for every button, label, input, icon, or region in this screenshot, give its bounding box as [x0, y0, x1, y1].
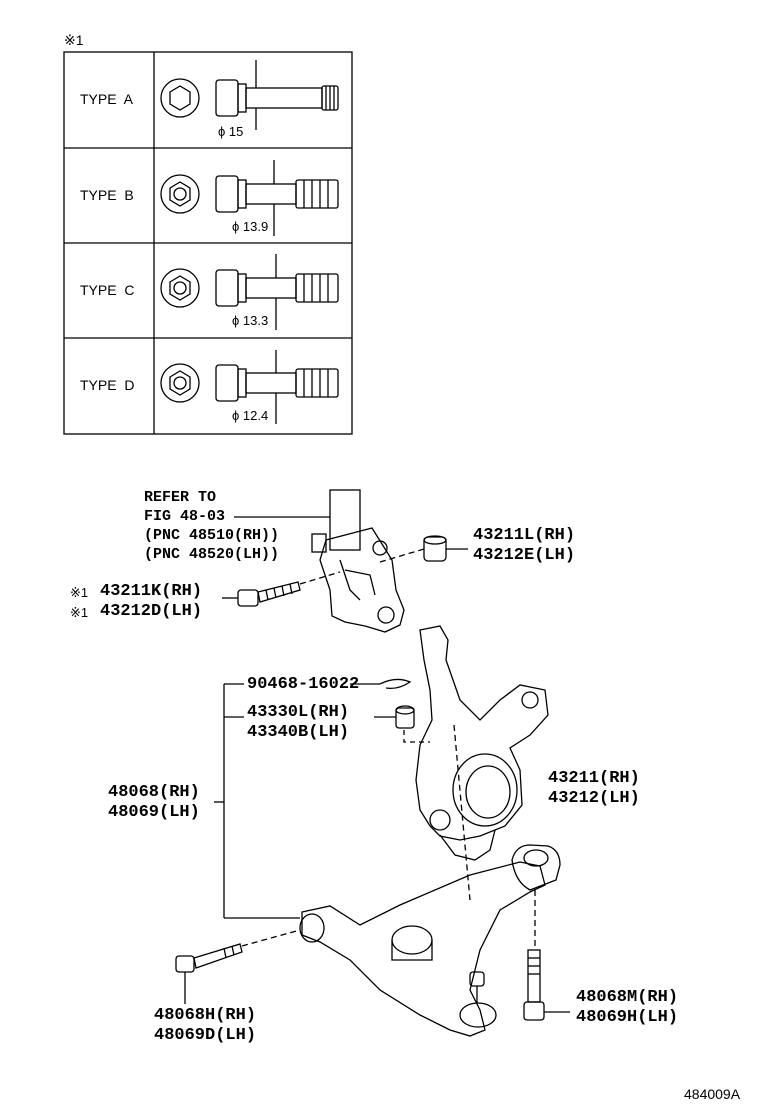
type-d-label: TYPE D [80, 377, 135, 393]
type-b-diameter: ϕ 13.9 [232, 219, 269, 234]
part-43211: 43211(RH) [548, 769, 640, 788]
refer-line-4: (PNC 48520(LH)) [144, 546, 280, 563]
type-a-label: TYPE A [80, 91, 133, 107]
part-43212E: 43212E(LH) [473, 546, 576, 565]
refer-line-3: (PNC 48510(RH)) [144, 527, 280, 544]
part-43330L: 43330L(RH) [247, 703, 350, 722]
table-note-mark: ※1 [64, 32, 84, 48]
bolt-type-a-drawing [160, 60, 339, 130]
flange-nut-drawing [379, 535, 468, 563]
assembly-bracket [214, 683, 300, 919]
part-43212: 43212(LH) [548, 789, 640, 808]
type-c-diameter: ϕ 13.3 [232, 313, 269, 328]
strut-bolt-drawing [222, 571, 341, 607]
refer-line-1: REFER TO [144, 489, 217, 506]
arm-bolt-drawing [175, 929, 301, 1004]
bolt-type-b-drawing [160, 160, 339, 236]
part-48069: 48069(LH) [108, 803, 200, 822]
part-mark-1: ※1 [70, 585, 89, 600]
vertical-bolt-drawing [523, 890, 570, 1021]
part-48068H: 48068H(RH) [154, 1006, 257, 1025]
castle-nut-drawing [374, 705, 430, 743]
part-48069D: 48069D(LH) [154, 1026, 257, 1045]
bolt-type-table [63, 51, 353, 435]
lower-control-arm-drawing [299, 844, 561, 1037]
refer-line-2: FIG 48-03 [144, 508, 226, 525]
part-48068: 48068(RH) [108, 783, 200, 802]
strut-assembly-drawing [234, 489, 405, 633]
type-a-diameter: ϕ 15 [218, 124, 244, 139]
diagram-id: 484009A [684, 1086, 741, 1102]
bolt-type-c-drawing [160, 254, 339, 330]
part-mark-2: ※1 [70, 605, 89, 620]
part-43212D: 43212D(LH) [100, 602, 203, 621]
part-43211K: 43211K(RH) [100, 582, 203, 601]
type-c-label: TYPE C [80, 282, 135, 298]
part-43340B: 43340B(LH) [247, 723, 350, 742]
bolt-type-d-drawing [160, 350, 339, 424]
part-90468-16022: 90468-16022 [247, 675, 360, 694]
cotter-pin-drawing [350, 678, 412, 690]
part-43211L: 43211L(RH) [473, 526, 576, 545]
type-d-diameter: ϕ 12.4 [232, 408, 269, 423]
part-48069H: 48069H(LH) [576, 1008, 679, 1027]
part-48068M: 48068M(RH) [576, 988, 679, 1007]
steering-knuckle-drawing [415, 625, 549, 901]
type-b-label: TYPE B [80, 187, 134, 203]
